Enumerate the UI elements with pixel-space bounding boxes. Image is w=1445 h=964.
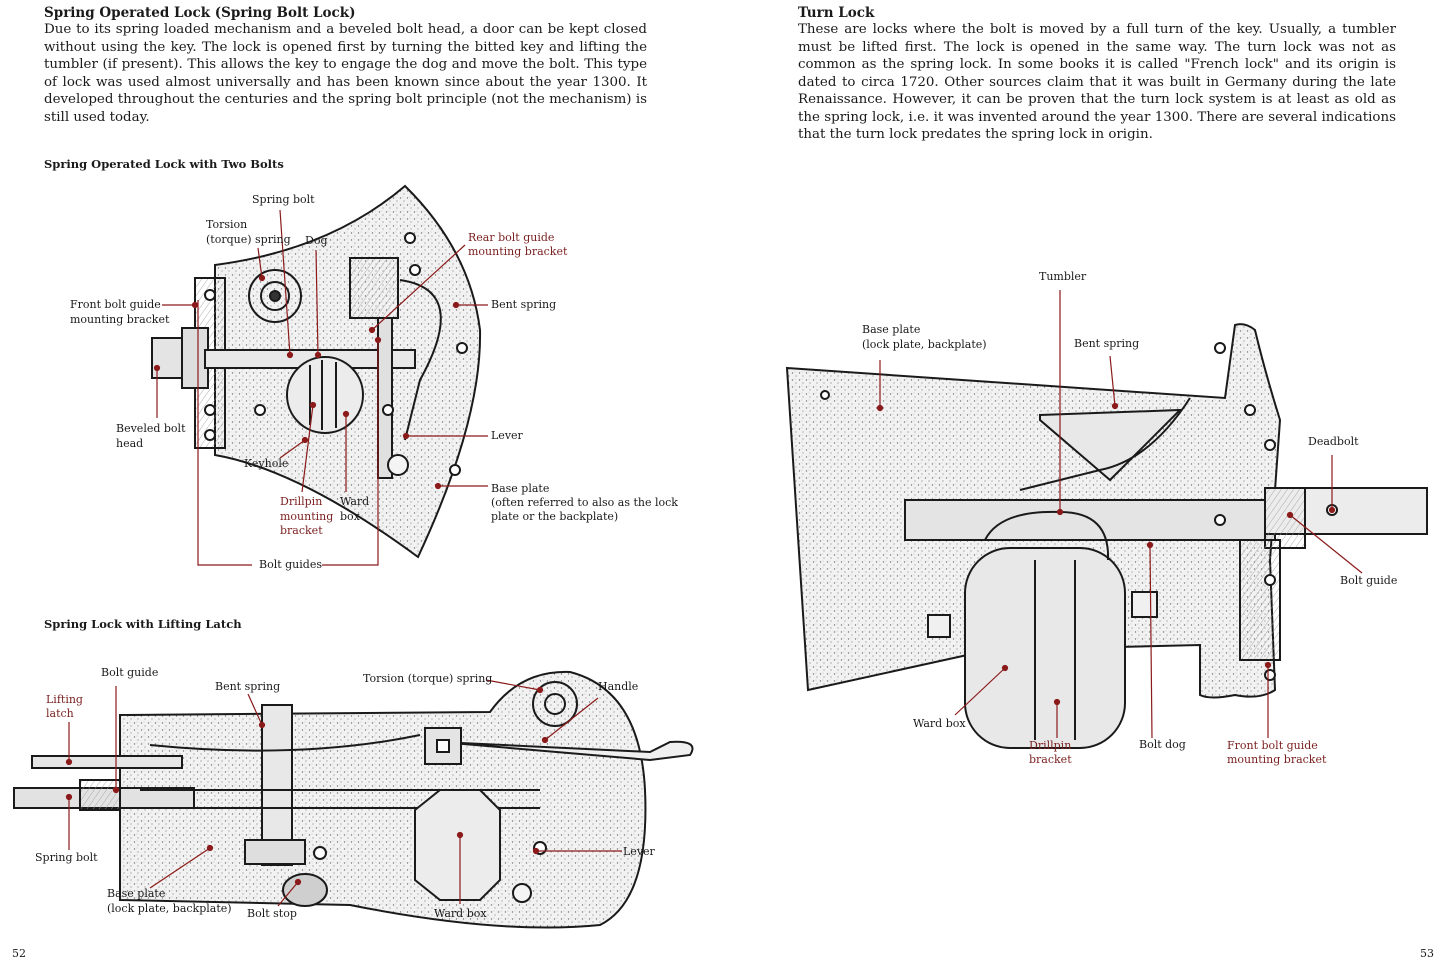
fig1-label-rear-bolt-1: Rear bolt guide [468, 231, 555, 244]
fig3-label-base-plate-1: Base plate [862, 323, 921, 336]
fig1-lock-drawing [151, 184, 482, 559]
left-heading: Spring Operated Lock (Spring Bolt Lock) [44, 5, 356, 21]
fig1-label-base-plate-2: (often referred to also as the lock [491, 496, 678, 509]
fig2-label-handle: Handle [598, 680, 639, 693]
fig2-label-lifting-2: latch [46, 707, 74, 720]
fig3-label-bolt-dog: Bolt dog [1139, 738, 1186, 751]
fig2-label-bolt-stop: Bolt stop [247, 907, 297, 920]
fig1-label-base-plate-1: Base plate [491, 482, 550, 495]
fig1-label-drillpin-2: mounting [280, 510, 334, 523]
fig3-label-front-2: mounting bracket [1227, 753, 1327, 766]
fig1-leaders [153, 209, 488, 566]
fig1-label-beveled-1: Beveled bolt [116, 422, 186, 435]
fig3-label-tumbler: Tumbler [1039, 270, 1087, 283]
fig2-lock-drawing [13, 670, 694, 929]
fig1-label-spring-bolt: Spring bolt [252, 193, 315, 206]
fig1-label-rear-bolt-2: mounting bracket [468, 245, 568, 258]
fig1-label-front-bolt-2: mounting bracket [70, 313, 170, 326]
fig3-lock-drawing [785, 323, 1428, 749]
left-paragraph: Due to its spring loaded mechanism and a… [44, 22, 647, 125]
fig3-label-deadbolt: Deadbolt [1308, 435, 1359, 448]
fig1-label-ward-2: box [340, 510, 360, 523]
fig3-label-drillpin-2: bracket [1029, 753, 1072, 766]
fig1-label-drillpin-1: Drillpin [280, 495, 323, 508]
fig3-leaders [876, 290, 1363, 739]
fig2-label-lever: Lever [623, 845, 655, 858]
fig2-label-base-plate-1: Base plate [107, 887, 166, 900]
fig3-label-front-1: Front bolt guide [1227, 739, 1318, 752]
fig1-label-keyhole: Keyhole [244, 457, 289, 470]
fig1-label-base-plate-3: plate or the backplate) [491, 510, 619, 523]
fig1-title: Spring Operated Lock with Two Bolts [44, 157, 284, 171]
right-paragraph: These are locks where the bolt is moved … [798, 22, 1396, 142]
fig3-label-bent-spring: Bent spring [1074, 337, 1140, 350]
fig1-label-bolt-guides: Bolt guides [259, 558, 322, 571]
fig1-label-torsion-1: Torsion [206, 218, 248, 231]
fig2-label-spring-bolt: Spring bolt [35, 851, 98, 864]
fig2-label-torsion: Torsion (torque) spring [363, 672, 493, 685]
fig1-label-ward-1: Ward [340, 495, 370, 508]
fig3-label-base-plate-2: (lock plate, backplate) [862, 338, 987, 351]
fig1-label-lever: Lever [491, 429, 523, 442]
fig1-label-drillpin-3: bracket [280, 524, 323, 537]
fig2-title: Spring Lock with Lifting Latch [44, 617, 242, 631]
fig3-label-bolt-guide: Bolt guide [1340, 574, 1398, 587]
page-number-right: 53 [1420, 947, 1434, 960]
fig1-label-dog: Dog [305, 234, 328, 247]
page-number-left: 52 [12, 947, 26, 960]
fig2-label-bolt-guide: Bolt guide [101, 666, 159, 679]
fig2-label-ward-box: Ward box [434, 907, 487, 920]
fig3-label-drillpin-1: Drillpin [1029, 739, 1072, 752]
fig3-label-ward-box: Ward box [913, 717, 966, 730]
fig2-leaders [65, 679, 622, 907]
fig2-label-bent-spring: Bent spring [215, 680, 281, 693]
fig1-label-front-bolt-1: Front bolt guide [70, 298, 161, 311]
fig1-label-beveled-2: head [116, 437, 144, 450]
fig2-label-base-plate-2: (lock plate, backplate) [107, 902, 232, 915]
fig2-label-lifting-1: Lifting [46, 693, 83, 706]
fig1-label-bent-spring: Bent spring [491, 298, 557, 311]
right-heading: Turn Lock [798, 5, 875, 21]
fig1-label-torsion-2: (torque) spring [206, 233, 291, 246]
